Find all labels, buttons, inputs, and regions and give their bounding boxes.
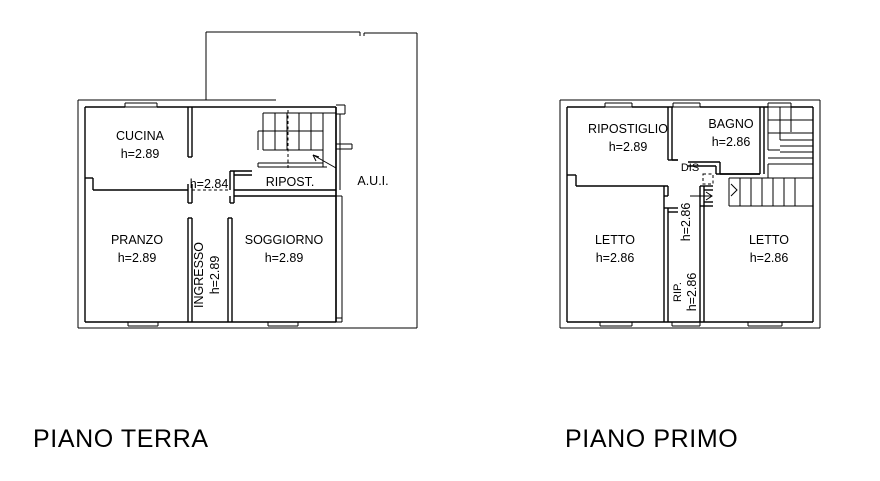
ground-room-labels: CUCINA h=2.89 PRANZO h=2.89 SOGGIORNO h=… xyxy=(111,129,389,308)
room-label-rip: RIP. xyxy=(672,282,684,302)
room-label-bagno: BAGNO xyxy=(708,117,753,131)
room-height-letto-right: h=2.86 xyxy=(750,251,789,265)
room-height-soggiorno: h=2.89 xyxy=(265,251,304,265)
room-label-aui: A.U.I. xyxy=(357,174,388,188)
room-label-ripostiglio: RIPOSTIGLIO xyxy=(588,122,668,136)
room-label-ingresso: INGRESSO xyxy=(192,242,206,308)
room-height-bagno: h=2.86 xyxy=(712,135,751,149)
room-height-dis: h=2.86 xyxy=(679,203,693,242)
room-label-cucina: CUCINA xyxy=(116,129,165,143)
first-room-labels: RIPOSTIGLIO h=2.89 BAGNO h=2.86 LETTO h=… xyxy=(588,117,789,311)
ground-floor-plan: CUCINA h=2.89 PRANZO h=2.89 SOGGIORNO h=… xyxy=(77,31,418,329)
caption-piano-primo: PIANO PRIMO xyxy=(565,425,739,453)
ground-staircase xyxy=(257,110,337,170)
room-label-dis: DIS xyxy=(681,162,699,174)
room-height-cucina: h=2.89 xyxy=(121,147,160,161)
room-label-ripost: RIPOST. xyxy=(266,175,315,189)
first-windows-bottom xyxy=(599,321,783,327)
caption-piano-terra: PIANO TERRA xyxy=(33,425,209,453)
room-height-pranzo: h=2.89 xyxy=(118,251,157,265)
first-floor-plan: RIPOSTIGLIO h=2.89 BAGNO h=2.86 LETTO h=… xyxy=(559,99,821,329)
room-height-letto-left: h=2.86 xyxy=(596,251,635,265)
ground-windows-bottom xyxy=(127,321,299,327)
room-label-pranzo: PRANZO xyxy=(111,233,163,247)
ground-internal-walls xyxy=(85,104,353,323)
first-internal-walls xyxy=(567,107,765,322)
room-label-soggiorno: SOGGIORNO xyxy=(245,233,324,247)
room-height-ingresso: h=2.89 xyxy=(208,256,222,295)
first-door-arrow xyxy=(690,191,713,201)
ground-outer-walls xyxy=(77,31,418,329)
room-label-letto-right: LETTO xyxy=(749,233,789,247)
annotation-h284: h=2.84 xyxy=(190,177,229,191)
room-label-letto-left: LETTO xyxy=(595,233,635,247)
room-height-rip: h=2.86 xyxy=(685,273,699,312)
first-staircase xyxy=(728,107,813,207)
room-height-ripostiglio: h=2.89 xyxy=(609,140,648,154)
